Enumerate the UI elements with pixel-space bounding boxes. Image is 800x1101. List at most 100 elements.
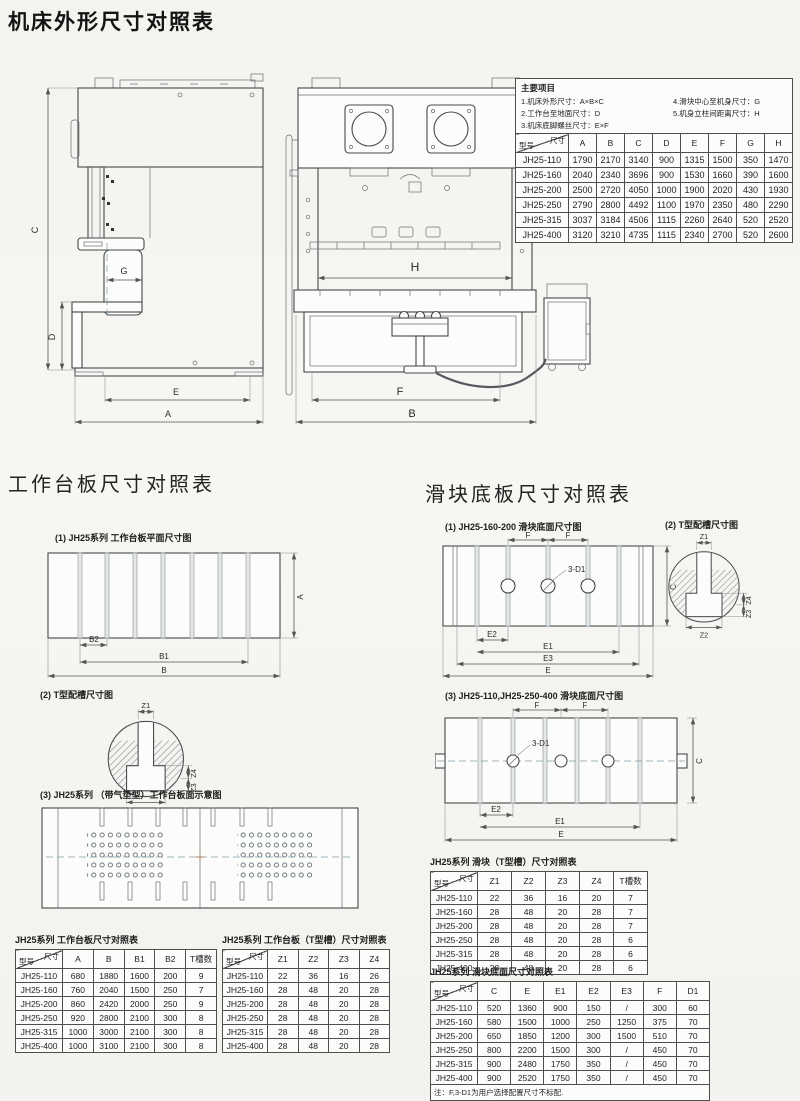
- value-cell: 1000: [543, 1014, 578, 1029]
- value-cell: 1970: [680, 197, 709, 213]
- value-cell: 48: [297, 982, 329, 997]
- value-cell: 1750: [543, 1056, 578, 1071]
- value-cell: 20: [328, 982, 360, 997]
- value-cell: 1500: [708, 152, 737, 168]
- model-cell: JH25-250: [430, 932, 478, 947]
- value-cell: 3000: [92, 1024, 125, 1039]
- value-cell: 1200: [543, 1028, 578, 1043]
- model-cell: JH25-160: [15, 982, 63, 997]
- value-cell: 20: [545, 918, 580, 933]
- value-cell: 1000: [62, 1038, 94, 1053]
- column-header: E2: [576, 981, 611, 1001]
- model-cell: JH25-400: [515, 227, 569, 243]
- value-cell: 2600: [764, 227, 793, 243]
- value-cell: 1880: [92, 968, 125, 983]
- slider-tslot-table-title: JH25系列 滑块（T型槽）尺寸对照表: [430, 857, 577, 867]
- column-header: F: [642, 981, 677, 1001]
- slider-bottom-table-note: 注：F,3-D1为用户选择配置尺寸不标配.: [430, 1085, 710, 1101]
- value-cell: 1115: [652, 212, 681, 228]
- value-cell: 300: [642, 1000, 677, 1015]
- main-items-list: 1.机床外形尺寸：A×B×C 4.滑块中心至机身尺寸：G 2.工作台至地面尺寸：…: [521, 96, 788, 131]
- value-cell: 20: [328, 1024, 360, 1039]
- dim-label-b: B: [161, 666, 166, 675]
- model-cell: JH25-250: [222, 1010, 268, 1025]
- value-cell: 2790: [568, 197, 597, 213]
- value-cell: 1900: [680, 182, 709, 198]
- section-worktable-title: 工作台板尺寸对照表: [8, 474, 215, 496]
- value-cell: 7: [613, 890, 648, 905]
- value-cell: 1315: [680, 152, 709, 168]
- value-cell: 2290: [764, 197, 793, 213]
- value-cell: 20: [328, 1038, 360, 1053]
- value-cell: 28: [358, 1024, 390, 1039]
- dim-label-f: F: [397, 386, 404, 398]
- column-header: D: [652, 133, 681, 153]
- dim-label-z3: Z3: [744, 610, 753, 618]
- value-cell: 28: [267, 1010, 299, 1025]
- value-cell: 4492: [624, 197, 653, 213]
- machine-dimensions-panel: 主要项目 1.机床外形尺寸：A×B×C 4.滑块中心至机身尺寸：G 2.工作台至…: [515, 78, 793, 243]
- value-cell: 16: [545, 890, 580, 905]
- worktable-tslot-table-title: JH25系列 工作台板（T型槽）尺寸对照表: [222, 935, 387, 945]
- column-header: Z4: [579, 871, 614, 891]
- value-cell: 2170: [596, 152, 625, 168]
- caption-slider-plan-110: (3) JH25-110,JH25-250-400 滑块底面尺寸图: [445, 691, 624, 701]
- dim-label-c: C: [695, 758, 704, 764]
- value-cell: 16: [328, 968, 360, 983]
- dim-label-f: F: [526, 531, 531, 540]
- value-cell: 1600: [123, 968, 156, 983]
- value-cell: 580: [476, 1014, 512, 1029]
- value-cell: 200: [154, 968, 187, 983]
- value-cell: 150: [576, 1000, 611, 1015]
- value-cell: 4506: [624, 212, 653, 228]
- press-side-view-drawing: C G D E A: [30, 73, 264, 425]
- value-cell: 390: [736, 167, 765, 183]
- column-header: Z3: [545, 871, 580, 891]
- value-cell: 1100: [652, 197, 681, 213]
- model-cell: JH25-160: [515, 167, 569, 183]
- value-cell: 70: [675, 1056, 711, 1071]
- column-header: H: [764, 133, 793, 153]
- value-cell: 28: [358, 982, 390, 997]
- value-cell: 1500: [543, 1042, 578, 1057]
- value-cell: 28: [477, 946, 512, 961]
- caption-air-cushion: (3) JH25系列 （带气垫型）工作台板面示意图: [40, 790, 222, 800]
- value-cell: 2720: [596, 182, 625, 198]
- slider-tslot-drawing: Z1 Z2 Z4 Z3: [668, 532, 753, 639]
- value-cell: 900: [652, 152, 681, 168]
- value-cell: 3037: [568, 212, 597, 228]
- value-cell: 2520: [510, 1070, 545, 1085]
- value-cell: 300: [154, 1010, 187, 1025]
- table-corner-cell: 尺寸 型号: [222, 949, 268, 969]
- model-cell: JH25-315: [430, 946, 478, 961]
- dim-label-b1: B1: [159, 652, 169, 661]
- value-cell: 70: [675, 1042, 711, 1057]
- value-cell: 3100: [92, 1038, 125, 1053]
- value-cell: 4735: [624, 227, 653, 243]
- table-corner-cell: 尺寸 型号: [515, 133, 569, 153]
- column-header: T槽数: [613, 871, 648, 891]
- value-cell: 28: [579, 946, 614, 961]
- model-cell: JH25-200: [15, 996, 63, 1011]
- value-cell: 450: [642, 1056, 677, 1071]
- value-cell: 2020: [708, 182, 737, 198]
- caption-worktable-tslot: (2) T型配槽尺寸图: [40, 690, 113, 700]
- model-cell: JH25-200: [430, 918, 478, 933]
- value-cell: 2200: [510, 1042, 545, 1057]
- value-cell: 3140: [624, 152, 653, 168]
- dim-label-h: H: [411, 260, 420, 274]
- value-cell: 6: [613, 960, 648, 975]
